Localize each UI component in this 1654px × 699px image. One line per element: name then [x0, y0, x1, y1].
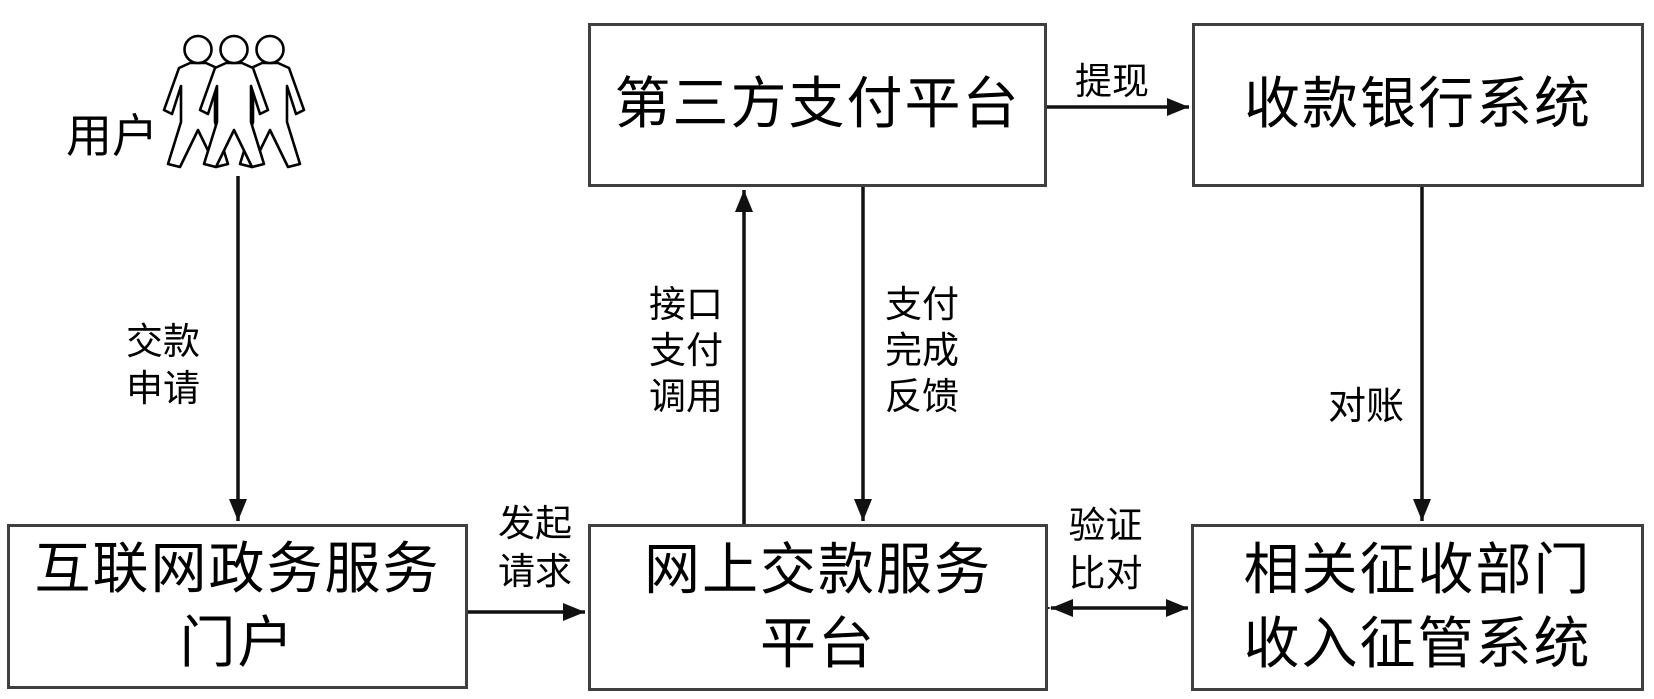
edge-label-line: 申请 [126, 367, 200, 410]
edge-label-verify-compare: 验证 比对 [1058, 502, 1153, 598]
edge-label-initiate-request: 发起 请求 [486, 500, 584, 596]
edge-label-line: 对账 [1327, 384, 1404, 428]
edge-label-interface-payment-call: 接口 支付 调用 [642, 282, 730, 420]
edge-label-payment-complete-feedback: 支付 完成 反馈 [878, 282, 966, 420]
node-third-party-payment-platform: 第三方支付平台 [588, 23, 1047, 187]
node-receiving-bank-system: 收款银行系统 [1192, 23, 1644, 187]
edge-label-line: 完成 [885, 329, 959, 372]
edge-label-line: 支付 [649, 329, 723, 372]
user-label: 用户 [66, 109, 158, 163]
node-label-line: 门户 [179, 610, 296, 676]
node-label-line: 相关征收部门 [1243, 537, 1592, 603]
edge-label-line: 提现 [1075, 60, 1149, 103]
node-internet-gov-service-portal: 互联网政务服务 门户 [7, 524, 468, 689]
edge-label-line: 支付 [885, 283, 959, 326]
node-label-line: 互联网政务服务 [34, 536, 441, 602]
node-label: 收款银行系统 [1244, 72, 1592, 138]
edge-label-line: 反馈 [885, 375, 959, 418]
edge-label-line: 接口 [649, 283, 723, 326]
edge-label-line: 发起 [498, 502, 572, 545]
node-label-line: 收入征管系统 [1243, 611, 1592, 677]
node-revenue-collection-system: 相关征收部门 收入征管系统 [1191, 524, 1644, 691]
edge-label-payment-application: 交款 申请 [118, 318, 208, 412]
edge-label-withdraw: 提现 [1066, 58, 1158, 105]
edge-label-reconcile: 对账 [1320, 383, 1412, 430]
node-label-line: 网上交款服务 [644, 537, 992, 603]
edge-label-line: 交款 [126, 320, 200, 363]
node-label-line: 平台 [760, 611, 876, 677]
edge-label-line: 调用 [649, 375, 723, 418]
edge-label-line: 请求 [498, 550, 572, 593]
users-icon [162, 34, 306, 169]
node-online-payment-service-platform: 网上交款服务 平台 [588, 524, 1048, 691]
node-label: 第三方支付平台 [614, 72, 1021, 138]
arrowhead-online-revenue-left [1051, 599, 1073, 617]
edge-label-line: 比对 [1068, 552, 1143, 595]
edge-label-line: 验证 [1068, 504, 1143, 547]
